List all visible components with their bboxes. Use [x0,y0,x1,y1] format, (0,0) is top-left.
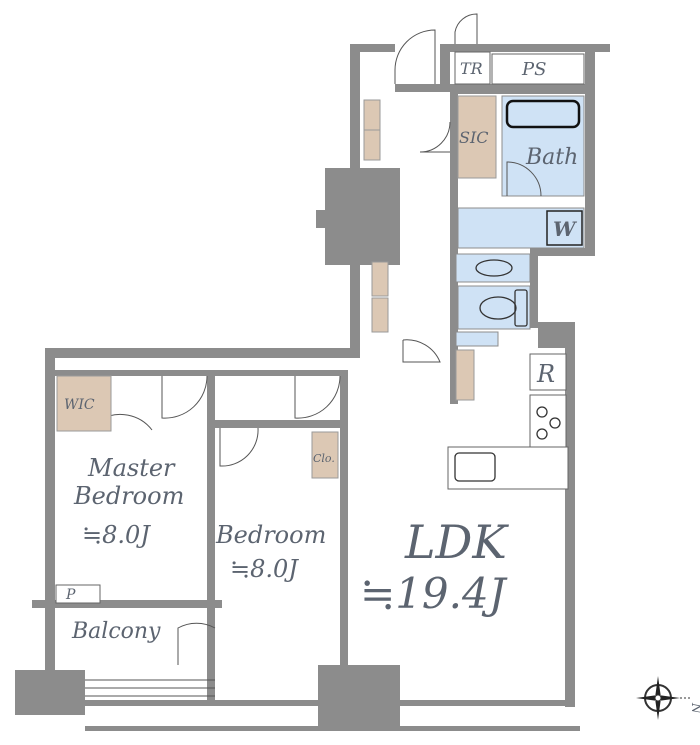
walls [15,44,610,731]
label-bath: Bath [525,145,578,170]
compass-icon [636,676,690,720]
stove-icon [529,394,567,448]
label-sic: SIC [459,128,489,147]
fridge-space [529,353,567,391]
label-master-bedroom-size: ≒8.0J [82,521,151,549]
sink-icon [475,259,513,277]
hand-wash [455,331,499,347]
kitchen-counter [447,446,569,490]
pipe-shaft [491,53,585,85]
washroom [457,207,585,249]
label-pipe-space: P [65,587,76,603]
wic-storage [56,375,112,432]
bathtub-icon [505,99,581,129]
label-ldk: LDK [404,515,509,569]
entrance-door-icon [394,29,436,84]
label-fridge: R [536,360,555,388]
vanity-area [455,253,531,283]
balcony-railing [85,679,215,697]
pipe-space [55,584,101,604]
label-ps: PS [521,59,546,80]
label-closet: Clo. [313,452,335,465]
label-bedroom-size: ≒8.0J [230,555,299,583]
label-master-bedroom-1: Master [87,454,176,482]
closet-storage [311,431,339,479]
washer-icon [546,210,583,246]
toilet-icon [479,296,517,320]
kitchen-sink-icon [454,452,496,482]
label-bedroom: Bedroom [215,521,326,549]
label-tr: TR [460,59,483,78]
label-ldk-size: ≒19.4J [360,569,508,618]
label-master-bedroom-2: Bedroom [73,482,184,510]
trunk-room [454,51,491,85]
label-washer: W [553,217,578,241]
label-north: N [689,702,700,714]
door-swing-icon [506,161,542,197]
storage [455,349,475,401]
toilet-room [457,285,531,330]
closet [371,261,389,297]
label-wic: WIC [64,397,95,413]
bath-room [501,95,585,197]
shoe-closet [363,99,381,131]
label-balcony: Balcony [71,619,161,644]
sic-storage [457,95,497,179]
